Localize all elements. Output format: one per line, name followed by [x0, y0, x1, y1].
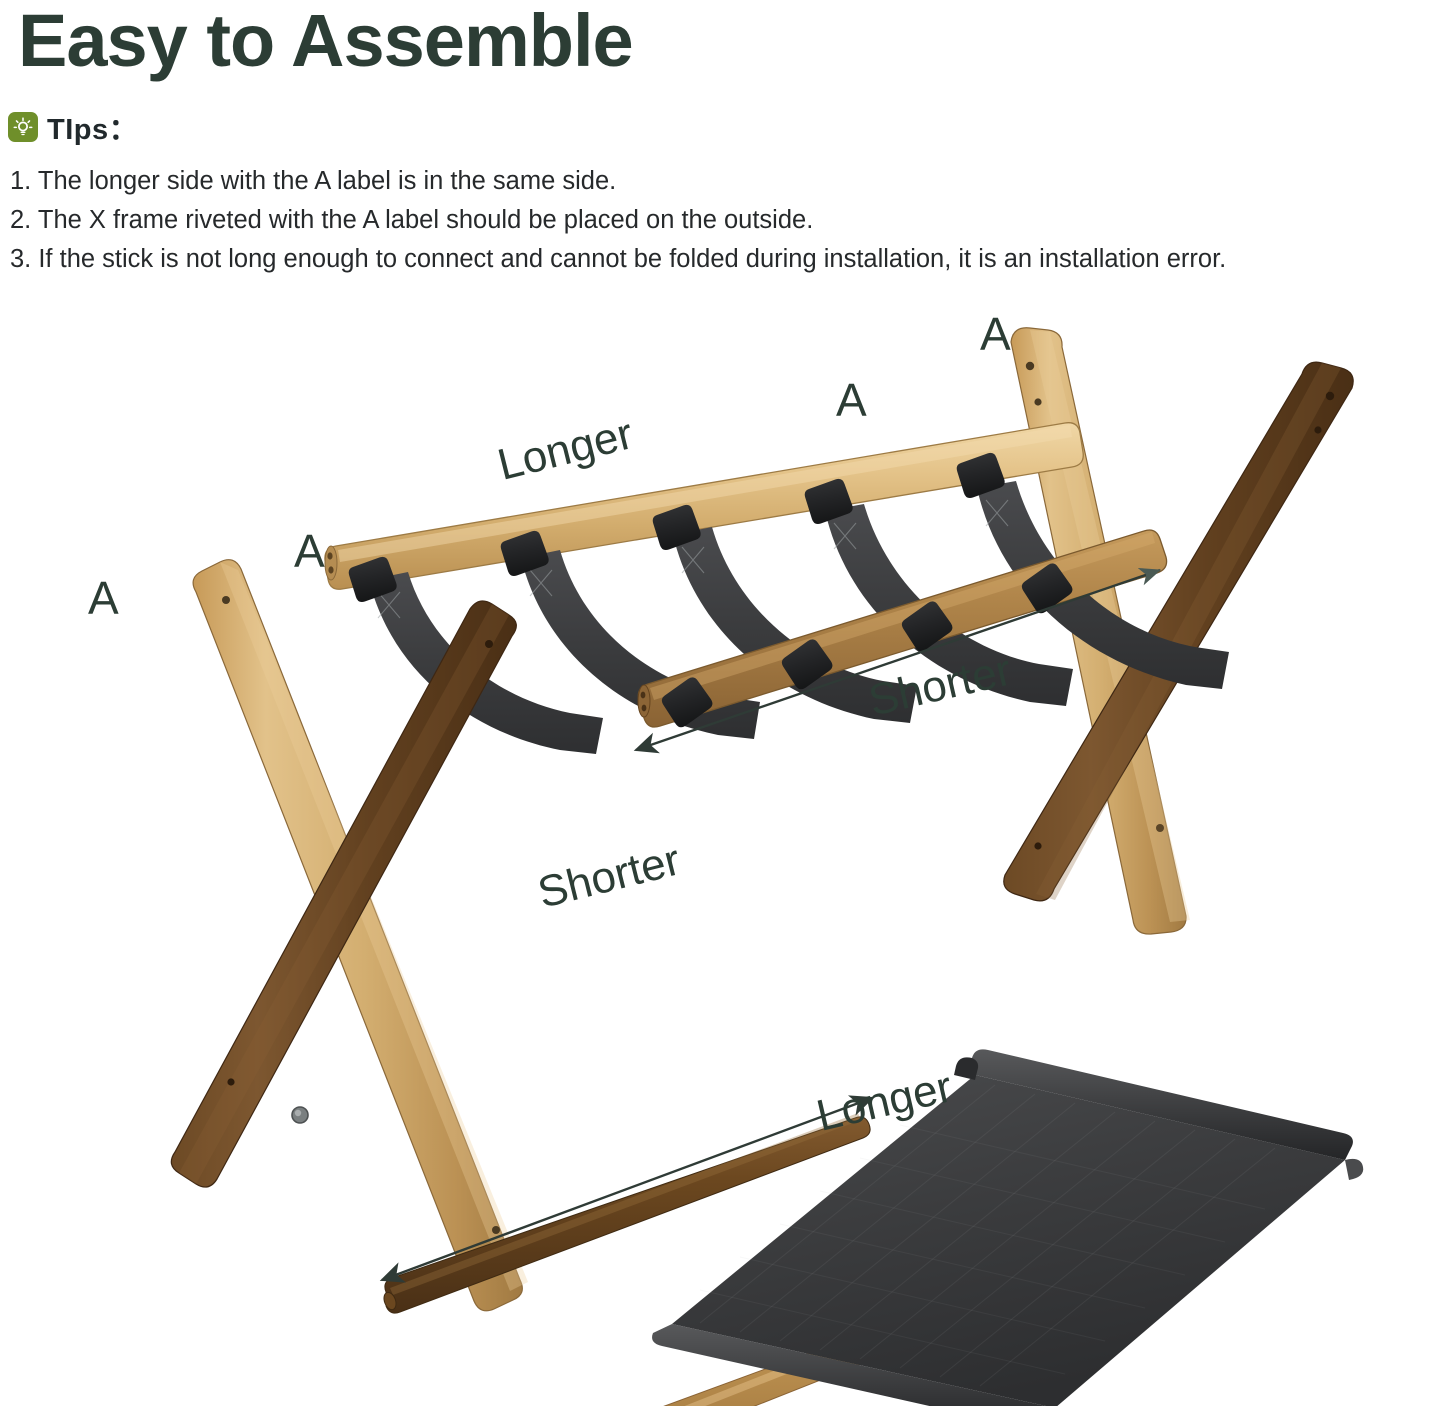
diagram-canvas [170, 327, 1364, 1406]
shorter-dimension-arrow-top [633, 568, 1162, 754]
fabric-shelf-mat [652, 1049, 1364, 1406]
right-x-frame [1003, 327, 1354, 935]
lightbulb-icon [8, 112, 38, 142]
back-rail-strap-wraps [348, 452, 1005, 603]
tip-item: 2. The X frame riveted with the A label … [10, 206, 814, 234]
tips-heading: TIps： [8, 106, 138, 148]
tip-item: 1. The longer side with the A label is i… [10, 167, 617, 195]
left-x-frame [170, 559, 528, 1312]
page-title: Easy to Assemble [18, 0, 634, 82]
tips-list: 1. The longer side with the A label is i… [10, 162, 1440, 279]
right-frame-dark-leg [1003, 361, 1354, 902]
shorter-dimension-arrow-mid [379, 1095, 875, 1283]
tips-label: TIps： [47, 114, 139, 146]
assembly-diagram: A A A A Longer Shorter Shorter Longer [0, 280, 1445, 1406]
label-a-left-frame: A [88, 572, 119, 624]
label-a-strap-right: A [836, 374, 867, 426]
fabric-sleeve-top [972, 1049, 1353, 1160]
tip-item: 3. If the stick is not long enough to co… [10, 245, 1227, 273]
label-a-right-frame: A [980, 308, 1011, 360]
fabric-sleeve-bottom [652, 1324, 1046, 1406]
left-frame-dark-leg [170, 600, 517, 1188]
label-a-strap-left: A [294, 525, 325, 577]
